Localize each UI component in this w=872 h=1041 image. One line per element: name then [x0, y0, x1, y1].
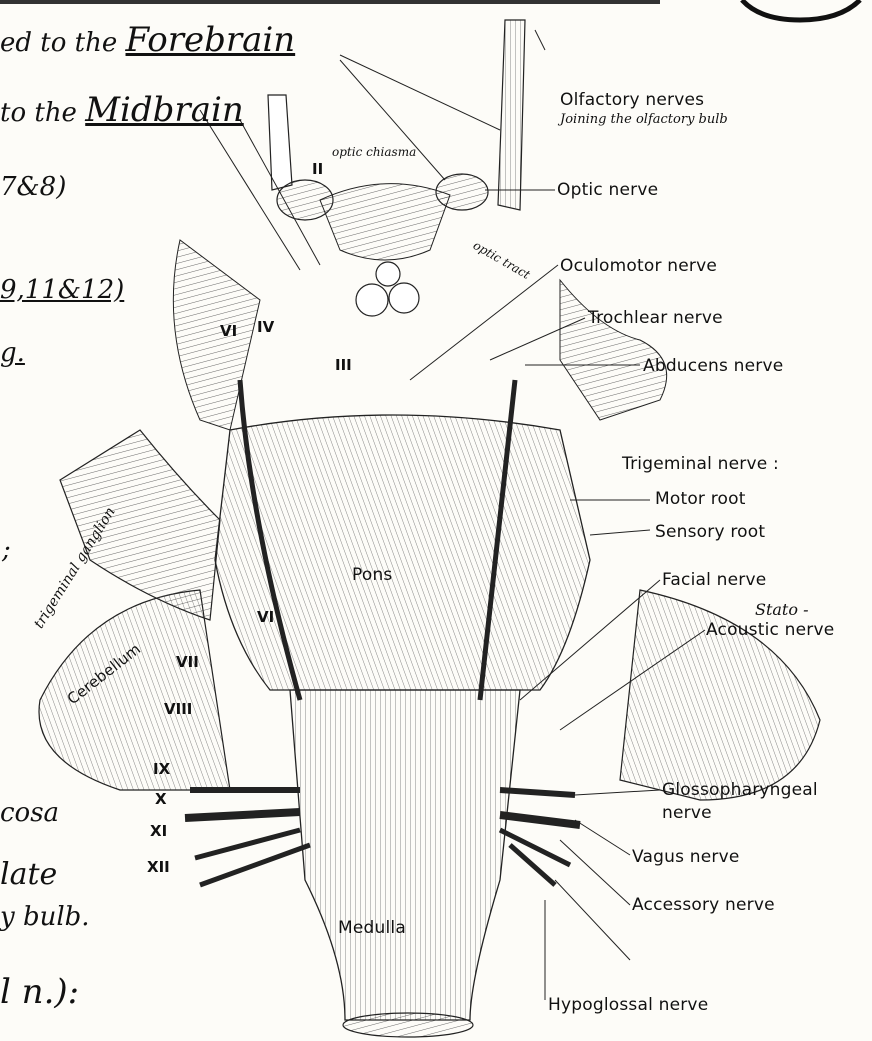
label-glossopharyngeal-1: Glossopharyngeal	[662, 780, 818, 800]
top-border	[0, 0, 660, 4]
medulla-shape	[290, 690, 520, 1020]
numeral-VII: VII	[176, 653, 199, 671]
label-trochlear-nerve: Trochlear nerve	[588, 308, 723, 328]
label-acoustic-nerve: Acoustic nerve	[706, 620, 834, 640]
optic-chiasma-shape	[320, 184, 450, 260]
label-trigeminal-nerve: Trigeminal nerve :	[622, 454, 779, 474]
label-sensory-root: Sensory root	[655, 522, 765, 542]
numeral-IV: IV	[257, 318, 274, 336]
mammillary-2	[389, 283, 419, 313]
label-vagus-nerve: Vagus nerve	[632, 847, 740, 867]
numeral-VI-mid: VI	[257, 608, 274, 626]
nerve-X-left	[185, 812, 300, 818]
mammillary-3	[376, 262, 400, 286]
note-7-8: 7&8)	[0, 172, 66, 202]
note-bulb: y bulb.	[0, 902, 90, 932]
note-forebrain: Forebrain	[126, 20, 296, 60]
note-cosa: cosa	[0, 798, 59, 828]
label-glossopharyngeal-2: nerve	[662, 803, 712, 823]
note-g: g.	[0, 338, 25, 368]
note-midbrain-line: to the Midbrain	[0, 90, 244, 130]
note-forebrain-prefix: ed to the	[0, 28, 117, 58]
note-9-11-12: 9,11&12)	[0, 275, 124, 305]
olfactory-tract-right	[498, 20, 525, 210]
note-midbrain: Midbrain	[85, 90, 244, 130]
numeral-VIII: VIII	[164, 700, 192, 718]
olfactory-tract-left	[268, 95, 292, 190]
numeral-X: X	[155, 790, 167, 808]
label-abducens-nerve: Abducens nerve	[643, 356, 783, 376]
label-olfactory-nerves: Olfactory nerves	[560, 90, 704, 110]
trigeminal-ganglion-shape	[60, 430, 220, 620]
label-stato: Stato -	[755, 600, 808, 619]
label-medulla: Medulla	[338, 918, 406, 938]
label-facial-nerve: Facial nerve	[662, 570, 766, 590]
numeral-XII: XII	[147, 858, 170, 876]
numeral-III: III	[335, 356, 352, 374]
label-olfactory-sub: Joining the olfactory bulb	[560, 112, 728, 127]
label-optic-nerve: Optic nerve	[557, 180, 658, 200]
label-oculomotor-nerve: Oculomotor nerve	[560, 256, 717, 276]
note-n: l n.):	[0, 972, 79, 1012]
left-lobe	[173, 240, 260, 430]
numeral-XI: XI	[150, 822, 167, 840]
label-optic-chiasma: optic chiasma	[332, 145, 416, 159]
label-motor-root: Motor root	[655, 489, 746, 509]
note-forebrain-line: ed to the Forebrain	[0, 20, 295, 60]
nerve-XII-right	[510, 845, 555, 885]
numeral-II: II	[312, 160, 323, 178]
label-hypoglossal-nerve: Hypoglossal nerve	[548, 995, 708, 1015]
numeral-VI-top: VI	[220, 322, 237, 340]
note-midbrain-prefix: to the	[0, 98, 77, 128]
right-lobe	[560, 280, 667, 420]
corner-arc	[742, 0, 860, 20]
mammillary-1	[356, 284, 388, 316]
nerve-X-right	[500, 815, 580, 825]
label-pons: Pons	[352, 565, 392, 585]
medulla-cut	[343, 1013, 473, 1037]
note-late: late	[0, 857, 57, 892]
nerve-IX-right	[500, 790, 575, 795]
label-accessory-nerve: Accessory nerve	[632, 895, 775, 915]
pons-shape	[215, 415, 590, 690]
note-semicolon: ;	[2, 535, 11, 565]
numeral-IX: IX	[153, 760, 170, 778]
